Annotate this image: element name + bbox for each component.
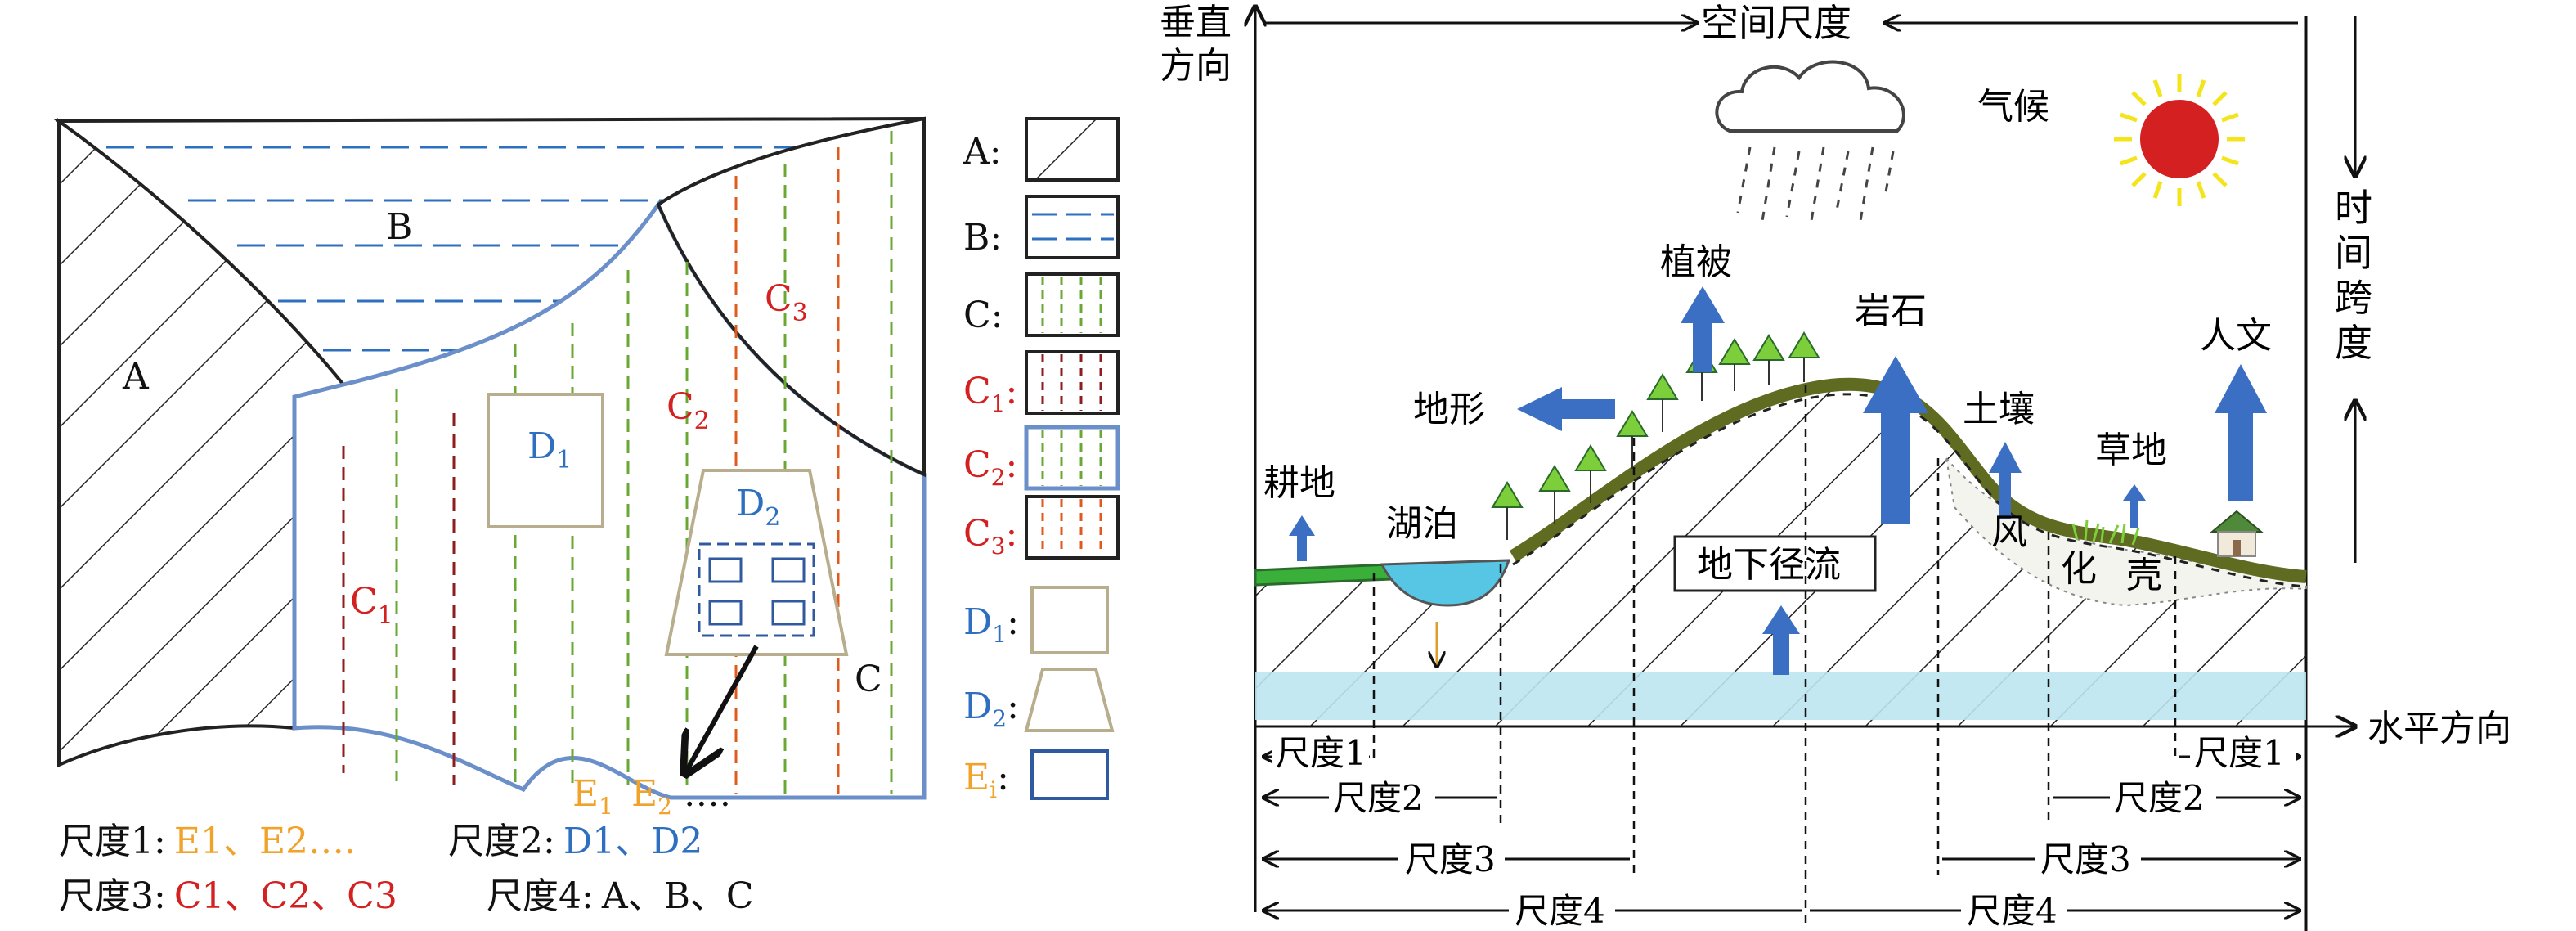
svg-text:跨: 跨	[2335, 276, 2372, 320]
legend-swatch-c1	[1025, 350, 1120, 415]
scale2-left-label: 尺度2	[1333, 778, 1424, 818]
legend-label-d1: D1:	[963, 601, 1019, 648]
region-b-lines	[106, 146, 842, 352]
c-dashed-lines	[342, 131, 893, 794]
d2-pointer-arrow	[685, 645, 759, 773]
legend-label-c1: C1:	[963, 371, 1017, 417]
legend: A: B: C: C1: C2: C3: D1: D2: Ei:	[963, 117, 1120, 803]
legend-swatch-c	[1025, 272, 1120, 337]
label-e-row: E1 E2 ….	[572, 773, 731, 823]
region-d1	[487, 393, 604, 528]
legend-swatch-a	[1025, 117, 1120, 182]
groundwater-label: 地下径流	[1697, 544, 1841, 586]
climate-label: 气候	[1977, 86, 2049, 128]
groundwater-arrow-icon	[1762, 605, 1800, 675]
aquifer-band	[1255, 672, 2306, 720]
lake-icon	[1380, 559, 1511, 607]
time-span-label: 时 间 跨 度	[2335, 186, 2372, 365]
grassland-label: 草地	[2095, 430, 2167, 471]
terrain-label: 地形	[1413, 389, 1485, 430]
human-arrow-icon	[2215, 364, 2267, 501]
grassland-arrow-icon	[2123, 484, 2146, 528]
legend-swatch-d1	[1030, 586, 1109, 654]
legend-label-d2: D2:	[963, 686, 1019, 732]
scale1-left-label: 尺度1	[1276, 733, 1367, 773]
farmland-arrow-icon	[1289, 515, 1315, 561]
label-c: C	[855, 659, 882, 700]
scale4-caption: 尺度4:A、B、C	[487, 875, 754, 917]
legend-swatch-ei	[1030, 749, 1109, 800]
scale3-right-label: 尺度3	[2040, 839, 2131, 879]
label-c3: C3	[765, 278, 808, 327]
legend-swatch-b	[1025, 195, 1120, 259]
region-d2	[664, 469, 849, 656]
scale2-caption: 尺度2:D1、D2	[448, 821, 702, 862]
legend-swatch-d2	[1024, 668, 1115, 732]
svg-text:度: 度	[2335, 321, 2372, 365]
vertical-axis-label-1: 垂直	[1160, 2, 1232, 43]
legend-label-b: B:	[963, 217, 1002, 259]
scale2-right-label: 尺度2	[2114, 778, 2205, 818]
house-icon	[2210, 510, 2264, 557]
weathering-label-3: 壳	[2126, 555, 2162, 596]
rain-icon	[1736, 146, 1895, 222]
farmland-label: 耕地	[1263, 462, 1335, 504]
soil-layer	[1509, 377, 2307, 583]
legend-label-c: C:	[963, 295, 1003, 336]
weathering-crust	[1945, 455, 2307, 607]
scale1-caption: 尺度1:E1、E2….	[59, 821, 356, 862]
right-panel: 垂直 方向 空间尺度 气候 时 间 跨 度 水平方向	[1160, 1, 2511, 931]
label-b: B	[386, 206, 412, 248]
groundwater-box	[1673, 535, 1877, 592]
e-cluster-box	[698, 542, 815, 637]
scale4-left-label: 尺度4	[1515, 891, 1605, 931]
rock-arrow-icon	[1863, 356, 1928, 524]
weathering-label-2: 化	[2061, 548, 2097, 590]
legend-label-c3: C3:	[963, 513, 1017, 560]
label-d2: D2	[736, 483, 780, 532]
region-c3	[656, 116, 926, 478]
vegetation-icons	[1491, 331, 1820, 540]
human-label: 人文	[2200, 315, 2272, 357]
sun-icon	[2114, 74, 2245, 206]
rock-label: 岩石	[1855, 290, 1927, 332]
scale3-left-label: 尺度3	[1405, 839, 1496, 879]
vegetation-label: 植被	[1660, 241, 1732, 283]
terrain-arrow-icon	[1517, 387, 1615, 431]
soil-label: 土壤	[1963, 389, 2035, 430]
label-c1: C1	[350, 581, 393, 630]
scale4-right-label: 尺度4	[1967, 891, 2058, 931]
horizontal-axis-label: 水平方向	[2367, 708, 2511, 749]
label-c2: C2	[666, 386, 710, 435]
scale3-caption: 尺度3:C1、C2、C3	[59, 875, 397, 917]
scale1-right-label: 尺度1	[2194, 733, 2285, 773]
spatial-scale-label: 空间尺度	[1701, 1, 1851, 45]
legend-label-ei: Ei:	[963, 757, 1009, 803]
e-cells	[708, 557, 806, 626]
lake-label: 湖泊	[1386, 503, 1458, 545]
soil-arrow-icon	[1989, 442, 2022, 519]
legend-swatch-c2	[1024, 425, 1120, 491]
scale-guide-lines	[1372, 385, 2177, 924]
weathering-label-1: 风	[1991, 511, 2027, 553]
legend-swatch-c3	[1025, 495, 1120, 560]
svg-text:时: 时	[2335, 186, 2372, 230]
vegetation-arrow-icon	[1681, 286, 1725, 372]
left-panel: A B C C1 C2 C3 D1 D2 E1 E2 …. A: B: C: C…	[53, 116, 1120, 917]
cloud-icon	[1715, 60, 1905, 133]
label-d1: D1	[527, 425, 572, 474]
grassland-icon	[2071, 519, 2140, 546]
vertical-axis-label-2: 方向	[1160, 45, 1232, 87]
legend-label-c2: C2:	[963, 444, 1017, 491]
legend-label-a: A:	[963, 131, 1002, 173]
svg-text:间: 间	[2335, 231, 2372, 275]
process-arrows	[1289, 286, 2267, 675]
label-a: A	[122, 356, 150, 398]
